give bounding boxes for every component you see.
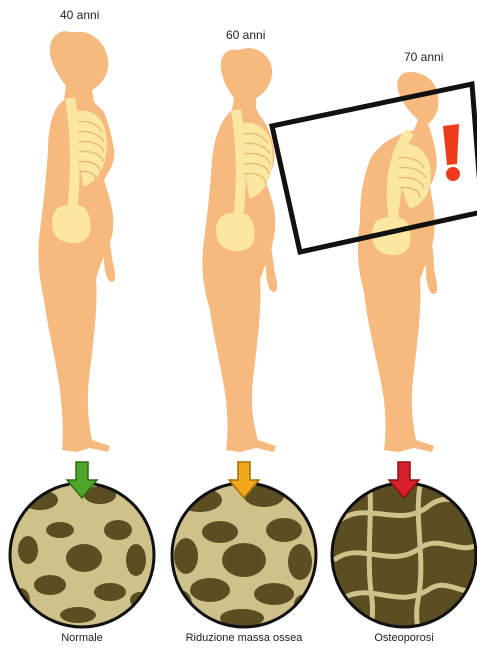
- figure-60: [202, 48, 277, 452]
- exclamation-icon: [443, 124, 460, 181]
- bone-label-reduced: Riduzione massa ossea: [164, 632, 324, 644]
- age-label-70: 70 anni: [404, 50, 443, 64]
- figure-40: [38, 31, 115, 452]
- age-label-60: 60 anni: [226, 28, 265, 42]
- bone-label-osteoporosis: Osteoporosi: [344, 632, 464, 644]
- figure-70: [358, 72, 439, 452]
- age-label-40: 40 anni: [60, 8, 99, 22]
- bone-label-normal: Normale: [22, 632, 142, 644]
